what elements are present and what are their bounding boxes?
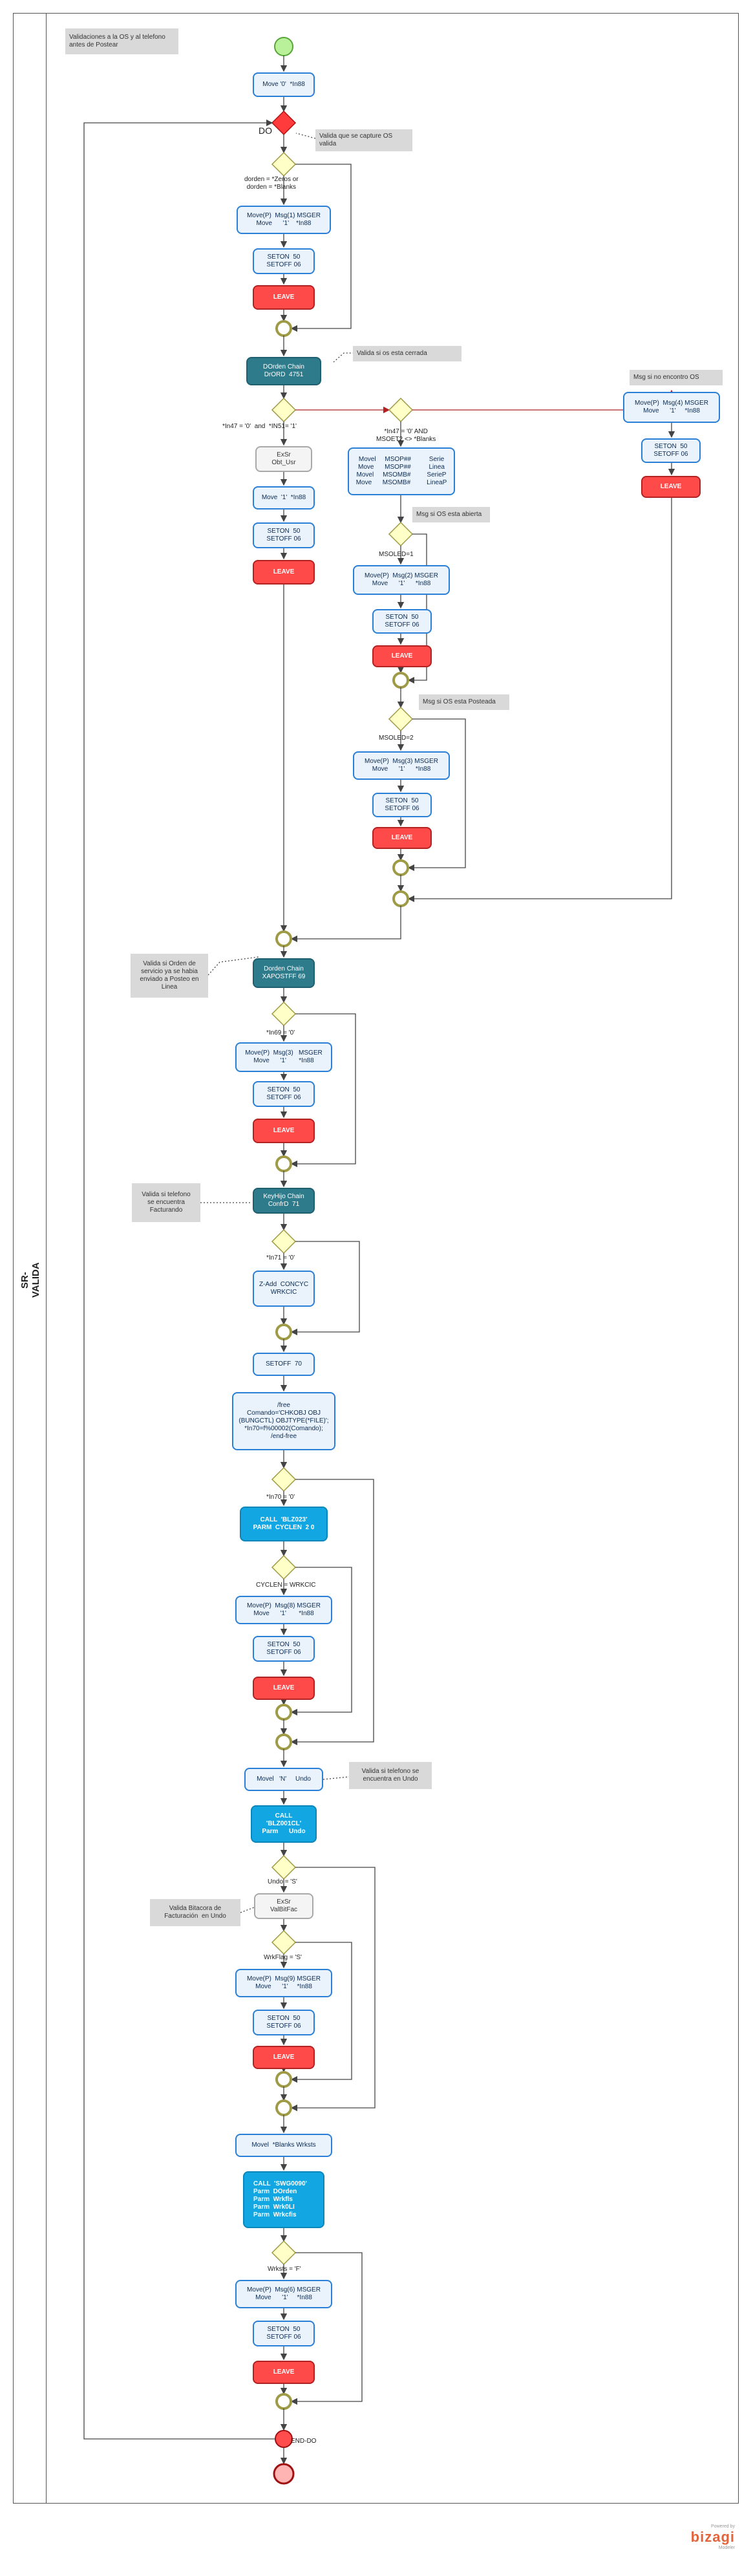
task-leave-3[interactable]: LEAVE [253, 1119, 315, 1143]
note-open-os: Msg si OS esta abierta [412, 507, 490, 522]
label-cond-in47b: *In47 = '0' AND MSOET2 <> *Blanks [376, 428, 436, 443]
task-dorden-chain[interactable]: DOrden Chain DrORD 4751 [246, 357, 321, 385]
label-cond-cyclen: CYCLEN = WRKCIC [256, 1582, 316, 1589]
task-msg3a[interactable]: Move(P) Msg(3) MSGER Move '1' *In88 [353, 751, 450, 780]
task-seton-5[interactable]: SETON 50 SETOFF 06 [253, 2010, 315, 2035]
label-cond-undo: Undo = 'S' [268, 1878, 297, 1885]
assoc-closed-os [333, 352, 353, 363]
task-leave-4[interactable]: LEAVE [253, 1677, 315, 1700]
task-setoff-70[interactable]: SETOFF 70 [253, 1353, 315, 1376]
task-seton-4[interactable]: SETON 50 SETOFF 06 [253, 1636, 315, 1662]
bizagi-logo: Powered by bizagi Modeler [691, 2524, 735, 2550]
label-cond-in69: *In69 = '0' [266, 1029, 295, 1036]
flow-loop-back [83, 119, 275, 2440]
task-leave-1[interactable]: LEAVE [253, 285, 315, 310]
task-msg9[interactable]: Move(P) Msg(9) MSGER Move '1' *In88 [235, 1969, 332, 1997]
label-do: DO [259, 125, 272, 136]
assoc-order-sent [207, 956, 259, 976]
assoc-valid-os [295, 133, 316, 139]
task-seton-posted[interactable]: SETON 50 SETOFF 06 [372, 793, 432, 817]
flow-leave-nf-merge [407, 498, 672, 903]
task-exsr-valbitfac[interactable]: ExSr ValBitFac [254, 1893, 313, 1919]
task-keyhijo-chain[interactable]: KeyHijo Chain ConfrD 71 [253, 1188, 315, 1214]
task-leave-posted[interactable]: LEAVE [372, 827, 432, 849]
task-free-block[interactable]: /free Comando='CHKOBJ OBJ (BUNGCTL) OBJT… [232, 1392, 335, 1450]
task-leave-nf[interactable]: LEAVE [641, 476, 701, 498]
task-leave-open[interactable]: LEAVE [372, 645, 432, 667]
note-phone-billing: Valida si telefono se encuentra Facturan… [132, 1183, 200, 1222]
task-msg3b[interactable]: Move(P) Msg(3) MSGER Move '1' *In88 [235, 1042, 332, 1072]
note-not-found: Msg si no encontro OS [630, 370, 723, 385]
assoc-phone-undo [323, 1776, 350, 1780]
flow-gw4-skip [407, 533, 427, 684]
task-call-blz001cl[interactable]: CALL 'BLZ001CL' Parm Undo [251, 1805, 317, 1843]
task-move-msop[interactable]: Movel MSOP## Serie Move MSOP## Linea Mov… [348, 447, 455, 495]
flow-gwsts-skip [290, 2252, 363, 2405]
label-end-do: END-DO [291, 2438, 317, 2445]
label-cond-dorden: dorden = *Zeros or dorden = *Blanks [244, 176, 299, 191]
assoc-bitacora [240, 1907, 255, 1913]
task-msg4[interactable]: Move(P) Msg(4) MSGER Move '1' *In88 [623, 392, 720, 423]
note-posted-os: Msg si OS esta Posteada [419, 694, 509, 710]
task-seton-3[interactable]: SETON 50 SETOFF 06 [253, 1081, 315, 1107]
flow-middle-merge-main [290, 906, 401, 943]
logo-powered: Powered by [711, 2524, 735, 2529]
logo-sub: Modeler [718, 2546, 735, 2550]
flow-cond-skip-1 [290, 164, 352, 332]
task-call-blz023[interactable]: CALL 'BLZ023' PARM CYCLEN 2 0 [240, 1507, 328, 1541]
flow-gw70-skip [290, 1479, 374, 1746]
task-leave-5[interactable]: LEAVE [253, 2046, 315, 2069]
label-cond-msoled1: MSOLED=1 [379, 551, 414, 558]
label-cond-in71: *In71 = '0' [266, 1254, 295, 1261]
note-header: Validaciones a la OS y al telefono antes… [65, 28, 178, 54]
task-movel-n[interactable]: Movel 'N' Undo [244, 1768, 323, 1791]
task-msg1[interactable]: Move(P) Msg(1) MSGER Move '1' *In88 [237, 206, 331, 234]
pool-header [13, 13, 47, 2504]
note-phone-undo: Valida si telefono se encuentra en Undo [349, 1762, 432, 1789]
label-cond-wrkflag: WrkFlag = 'S' [264, 1954, 302, 1961]
task-seton-nf[interactable]: SETON 50 SETOFF 06 [641, 438, 701, 463]
task-leave-2[interactable]: LEAVE [253, 560, 315, 585]
task-move-0[interactable]: Move '0' *In88 [253, 72, 315, 97]
task-zadd[interactable]: Z-Add CONCYC WRKCIC [253, 1271, 315, 1307]
task-msg2[interactable]: Move(P) Msg(2) MSGER Move '1' *In88 [353, 565, 450, 595]
flow-gw69-skip [290, 1013, 356, 1168]
flow-gw71-skip [290, 1241, 360, 1336]
note-closed-os: Valida si os esta cerrada [353, 346, 461, 361]
flow-gwflag-skip [290, 1942, 352, 2083]
task-leave-6[interactable]: LEAVE [253, 2361, 315, 2384]
flow-gwundo-skip [290, 1867, 376, 2112]
task-exsr-obtusr[interactable]: ExSr Obt_Usr [255, 446, 312, 472]
task-call-swg0090[interactable]: CALL 'SWG0090' Parm DOrden Parm Wrkfls P… [243, 2171, 324, 2228]
task-seton-open[interactable]: SETON 50 SETOFF 06 [372, 609, 432, 634]
pool [13, 13, 739, 2504]
label-cond-msoled2: MSOLED=2 [379, 735, 414, 742]
end-event[interactable] [273, 2463, 295, 2485]
task-seton-6[interactable]: SETON 50 SETOFF 06 [253, 2321, 315, 2346]
task-msg8[interactable]: Move(P) Msg(8) MSGER Move '1' *In88 [235, 1596, 332, 1624]
label-cond-in70: *In70 = '0' [266, 1494, 295, 1501]
pool-title: SR-VALIDA [19, 1262, 41, 1298]
label-cond-wrksts: Wrksts = 'F' [268, 2266, 301, 2273]
flow-gw5-skip [407, 718, 466, 872]
flow-gwcyc-skip [290, 1567, 352, 1716]
label-cond-in47: *In47 = '0' and *IN51= '1' [222, 423, 297, 430]
task-seton-1[interactable]: SETON 50 SETOFF 06 [253, 248, 315, 274]
note-order-sent: Valida si Orden de servicio ya se habia … [131, 954, 208, 998]
note-valid-os: Valida que se capture OS valida [315, 129, 412, 151]
task-dorden-chain-2[interactable]: Dorden Chain XAPOSTFF 69 [253, 958, 315, 988]
task-msg6[interactable]: Move(P) Msg(6) MSGER Move '1' *In88 [235, 2280, 332, 2308]
task-movel-blanks[interactable]: Movel *Blanks Wrksts [235, 2134, 332, 2157]
logo-name: bizagi [690, 2529, 735, 2545]
task-seton-2[interactable]: SETON 50 SETOFF 06 [253, 522, 315, 548]
note-bitacora: Valida Bitacora de Facturación en Undo [150, 1899, 240, 1926]
task-move-1[interactable]: Move '1' *In88 [253, 486, 315, 510]
